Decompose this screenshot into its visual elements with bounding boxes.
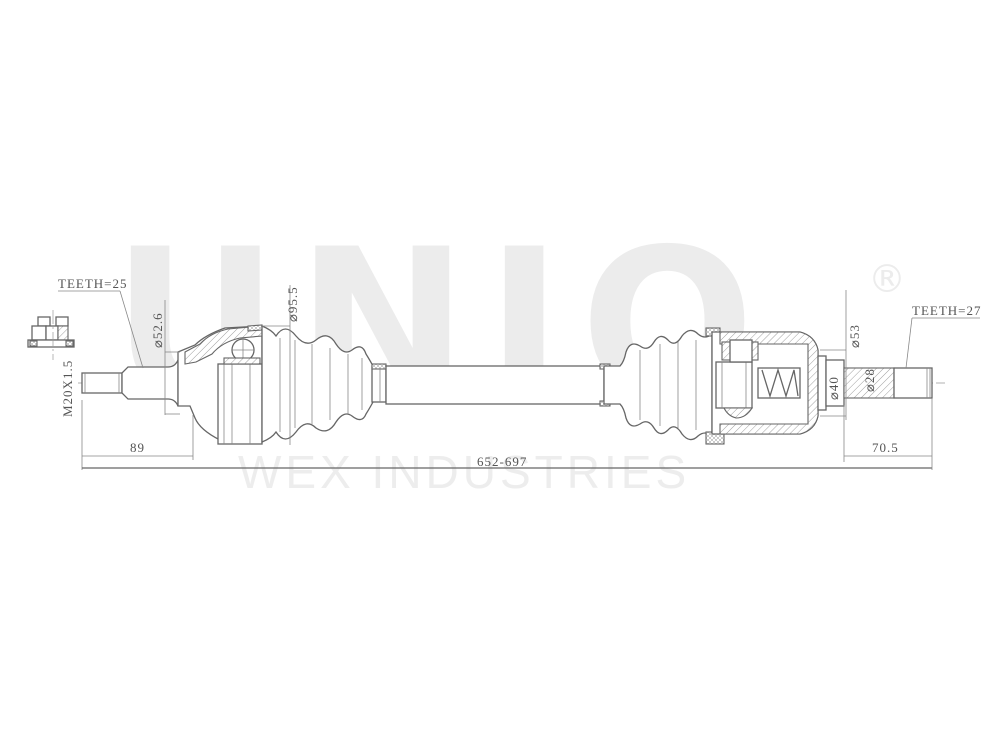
thread-label: M20X1.5	[60, 360, 75, 417]
right-stub-shaft	[817, 355, 933, 411]
registered-mark-icon: ®	[868, 257, 906, 301]
diameter-52-6-label: ⌀52.6	[150, 312, 165, 348]
diameter-40-label: ⌀40	[826, 376, 841, 400]
teeth-right-label: TEETH=27	[912, 303, 981, 318]
watermark-company: WEX INDUSTRIES	[238, 446, 690, 498]
outer-cv-joint	[177, 324, 263, 445]
diameter-53-label: ⌀53	[847, 324, 862, 348]
diameter-95-5-label: ⌀95.5	[285, 286, 300, 322]
length-89-label: 89	[130, 440, 145, 455]
left-stub-shaft	[81, 359, 179, 407]
diameter-28-label: ⌀28	[862, 368, 877, 392]
inner-tripod-joint	[711, 331, 819, 435]
spring-icon	[757, 367, 801, 399]
main-shaft	[385, 363, 611, 407]
axle-nut-icon	[27, 310, 75, 360]
dimensions: TEETH=25 M20X1.5 ⌀52.6 ⌀95.5 89 652-697 …	[58, 276, 981, 470]
teeth-left-label: TEETH=25	[58, 276, 127, 291]
length-70-5-label: 70.5	[872, 440, 899, 455]
overall-length-label: 652-697	[477, 454, 527, 469]
